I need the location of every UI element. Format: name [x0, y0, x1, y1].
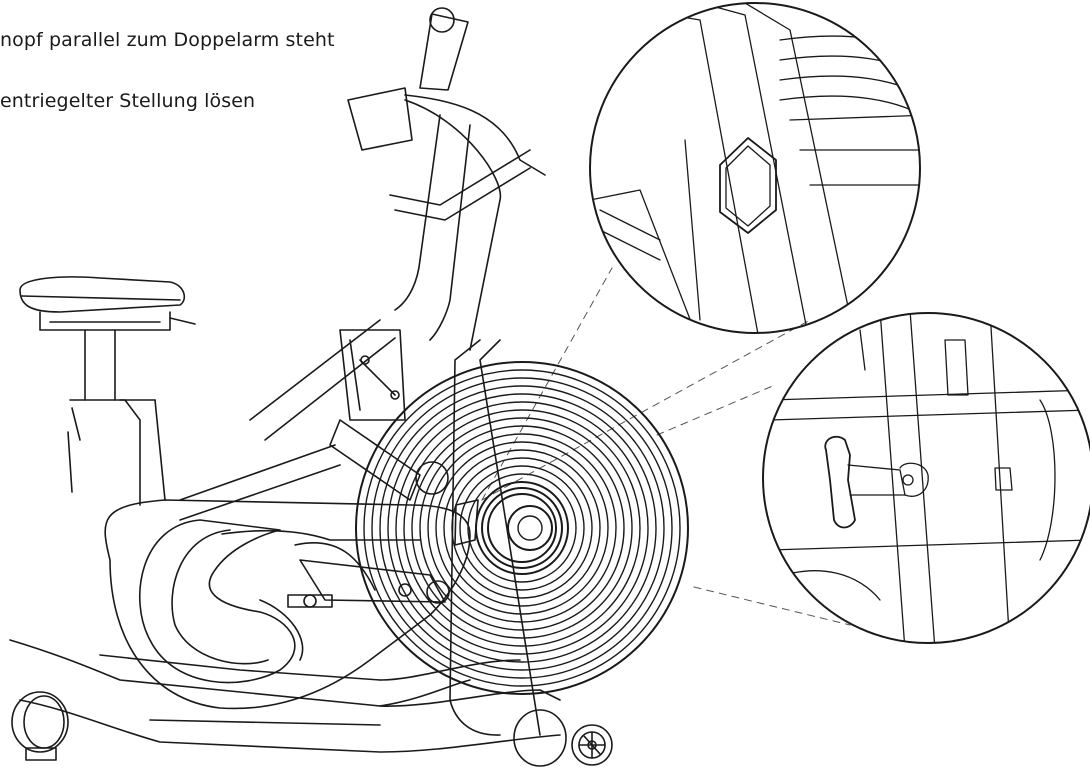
detail-locking-slot — [589, 2, 921, 334]
stabilizers — [11, 691, 613, 767]
detail-t-knob — [762, 312, 1090, 644]
handlebar-assembly — [347, 7, 546, 736]
belt-cover — [104, 499, 471, 710]
fan-wheel — [355, 361, 689, 695]
main-frame — [179, 319, 421, 521]
crank-arm — [287, 542, 450, 608]
instruction-line-1: nopf parallel zum Doppelarm steht — [0, 29, 335, 51]
seat-assembly — [19, 276, 196, 506]
instruction-line-2: entriegelter Stellung lösen — [0, 90, 256, 112]
callout-lines — [481, 267, 851, 626]
base-frame — [9, 639, 561, 753]
